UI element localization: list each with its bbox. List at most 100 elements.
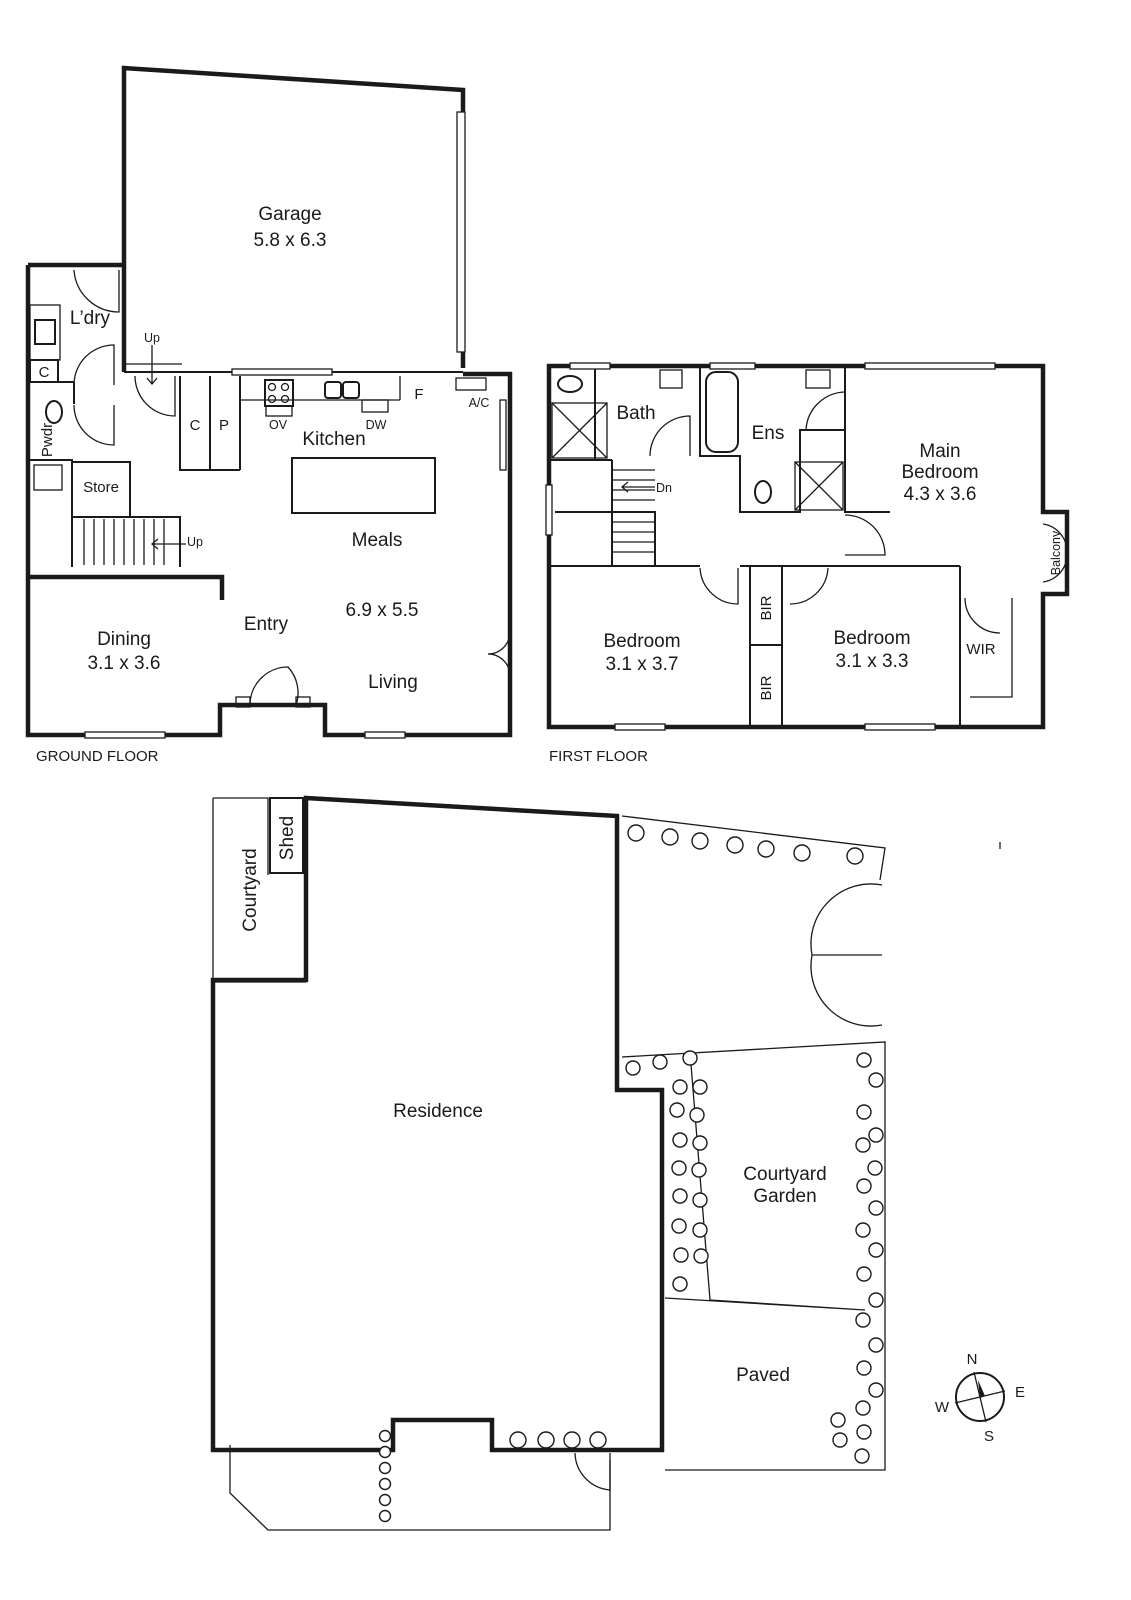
laundry-sink — [34, 319, 56, 345]
bed1-door — [699, 567, 739, 605]
pantry-p-label: P — [219, 417, 229, 434]
living-label: Living — [368, 672, 418, 693]
ground-floor-plan: Garage 5.8 x 6.3 L’dry Up C Pwdr Store U… — [25, 65, 513, 765]
main-bed-door — [805, 391, 847, 431]
bedroom1-dims: 3.1 x 3.7 — [606, 654, 679, 675]
bath-toilet — [557, 375, 583, 393]
kitchen-window — [231, 368, 333, 376]
garage-entry-door — [134, 375, 176, 417]
garden-lawn-edge — [664, 1051, 866, 1311]
compass-icon: N E S W — [935, 1351, 1025, 1445]
compass-w: W — [935, 1399, 950, 1416]
living-window — [364, 731, 406, 739]
bir-upper-label: BIR — [758, 595, 775, 620]
wir-shelf — [970, 598, 1013, 698]
courtyard-garden-line1: Courtyard — [743, 1164, 826, 1185]
courtyard-label: Courtyard — [240, 848, 261, 931]
pantry-walls — [179, 376, 241, 471]
laundry-up-arrow — [124, 345, 182, 386]
residence-label: Residence — [393, 1101, 483, 1122]
bath-shower — [551, 402, 608, 459]
front-door — [249, 666, 299, 706]
shed-walls — [269, 797, 304, 874]
stair-down-label: Dn — [656, 481, 672, 495]
dining-label: Dining — [97, 629, 151, 650]
stair-up-label: Up — [187, 535, 203, 549]
pantry-c-label: C — [190, 417, 201, 434]
bedroom2-label: Bedroom — [833, 628, 910, 649]
laundry-label: L’dry — [70, 308, 111, 329]
wir-door — [964, 597, 1001, 634]
main-bedroom-dims: 4.3 x 3.6 — [904, 484, 977, 505]
first-floor-plan: Bath Ens Main Bedroom 4.3 x 3.6 Dn Balco… — [545, 362, 1070, 765]
balcony-label: Balcony — [1049, 530, 1063, 575]
gate-side-door — [574, 1452, 611, 1491]
cupboard-label: C — [39, 364, 50, 381]
first-inner-walls — [549, 366, 961, 727]
stair-treads — [83, 519, 165, 565]
main-bedroom-line2: Bedroom — [901, 462, 978, 483]
dining-window — [84, 731, 166, 739]
shed-label: Shed — [277, 816, 298, 860]
stair-walls — [71, 516, 181, 567]
main-bedroom-line1: Main — [919, 441, 960, 462]
kitchen-island — [291, 457, 436, 514]
balcony-door — [1042, 523, 1068, 583]
dishwasher — [361, 399, 389, 413]
ensuite-label: Ens — [752, 423, 785, 444]
dishwasher-label: DW — [366, 418, 387, 432]
powder-basin — [33, 464, 63, 491]
side-double-door — [487, 631, 511, 677]
cupboard-c — [29, 359, 59, 383]
kitchen-label: Kitchen — [302, 429, 365, 450]
residence-walls — [210, 795, 665, 1453]
powder-door — [73, 404, 115, 446]
bed2-door — [789, 567, 829, 605]
first-floor-caption: FIRST FLOOR — [549, 748, 648, 765]
bath-label: Bath — [616, 403, 655, 424]
cooktop — [264, 379, 294, 407]
first-stair-treads — [612, 469, 655, 553]
courtyard-garden-line2: Garden — [753, 1186, 816, 1207]
sink-2 — [342, 381, 360, 399]
ff-window-4 — [545, 484, 553, 536]
stair-up-arrow — [150, 538, 186, 550]
first-outer-walls — [546, 363, 1070, 730]
ensuite-toilet — [754, 480, 772, 504]
site-plan: Courtyard Shed Residence Courtyard Garde… — [210, 795, 1001, 1531]
laundry-up-label: Up — [144, 331, 160, 345]
aircon-label: A/C — [469, 396, 490, 410]
garage-dims: 5.8 x 6.3 — [254, 230, 327, 251]
bath-door — [649, 415, 691, 457]
powder-label: Pwdr — [39, 423, 56, 457]
ff-window-5 — [614, 723, 666, 731]
bedroom1-label: Bedroom — [603, 631, 680, 652]
gate-doors — [810, 883, 883, 1027]
fridge-label: F — [414, 386, 423, 403]
powder-toilet — [45, 400, 63, 424]
laundry-door-2 — [73, 344, 115, 386]
ff-window-2 — [709, 362, 756, 370]
bath-basin — [659, 369, 683, 389]
ff-window-6 — [864, 723, 936, 731]
ground-floor-caption: GROUND FLOOR — [36, 748, 159, 765]
store-label: Store — [83, 479, 119, 496]
garage-door — [456, 111, 466, 353]
paved-label: Paved — [736, 1365, 790, 1386]
ensuite-basin — [805, 369, 831, 389]
ensuite-bath — [705, 371, 739, 453]
meals-label: Meals — [352, 530, 403, 551]
ensuite-shower — [794, 461, 844, 511]
site-boundary — [212, 797, 886, 1531]
ff-window-3 — [864, 362, 996, 370]
dining-entry-wall — [28, 574, 225, 600]
dining-dims: 3.1 x 3.6 — [88, 653, 161, 674]
entry-label: Entry — [244, 614, 289, 635]
garage-label: Garage — [258, 204, 321, 225]
main-bed-door-2 — [844, 514, 886, 556]
compass-e: E — [1015, 1384, 1025, 1401]
bir-lower-label: BIR — [758, 675, 775, 700]
aircon-unit — [455, 377, 487, 391]
laundry-door — [73, 269, 120, 313]
